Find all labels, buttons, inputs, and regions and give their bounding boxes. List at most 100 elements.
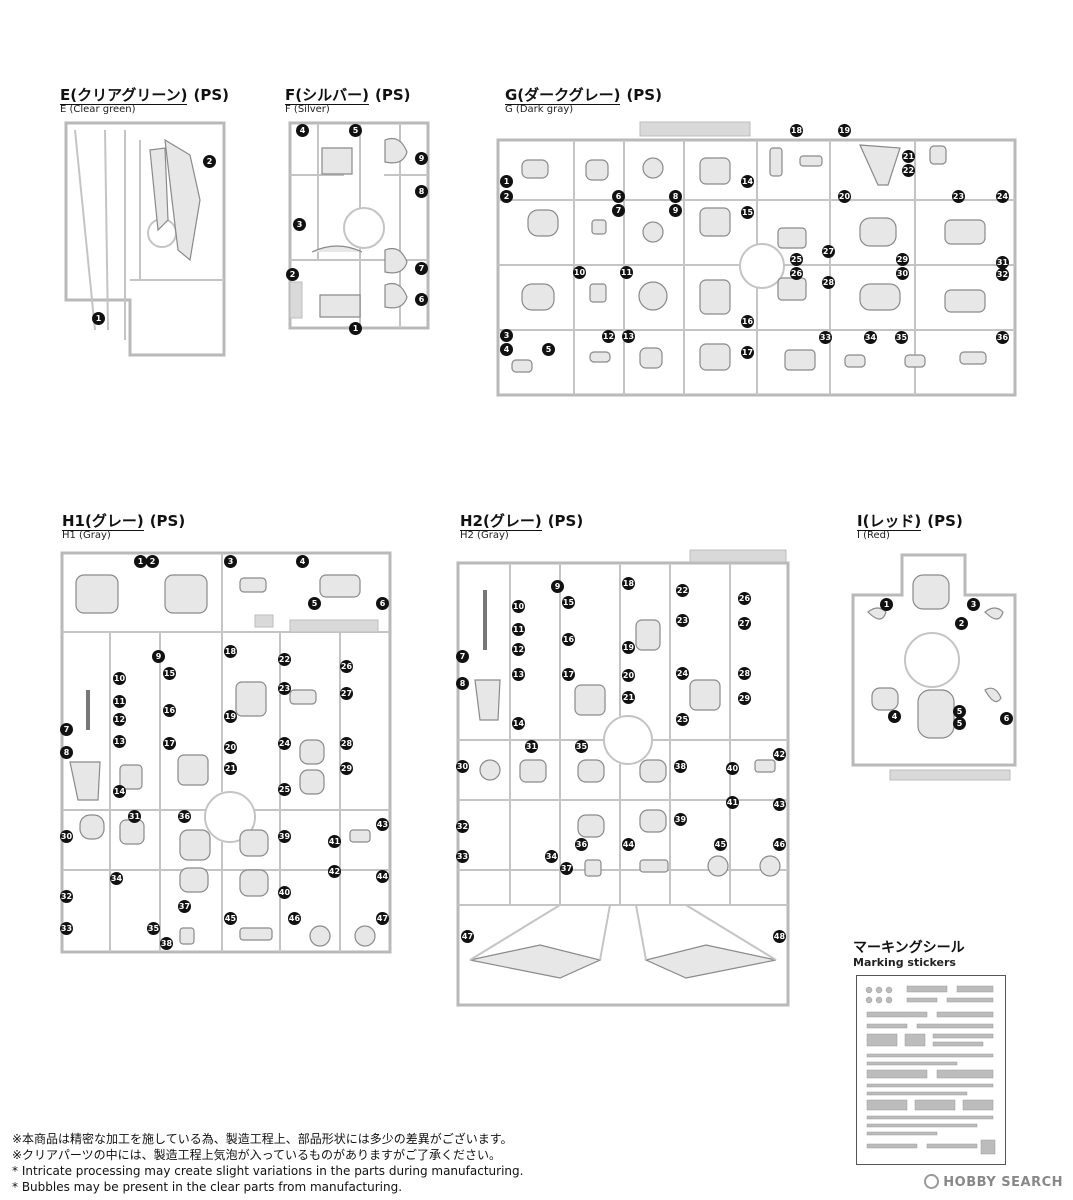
runner-f-title: F(シルバー) xyxy=(285,86,369,105)
part-number: 10 xyxy=(113,672,126,685)
watermark: HOBBY SEARCH xyxy=(924,1174,1063,1190)
part-number: 21 xyxy=(902,150,915,163)
runner-g-material: (PS) xyxy=(626,86,662,104)
part-number: 2 xyxy=(955,617,968,630)
part-number: 20 xyxy=(838,190,851,203)
part-number: 32 xyxy=(456,820,469,833)
part-number: 9 xyxy=(551,580,564,593)
runner-i-material: (PS) xyxy=(927,512,963,530)
part-number: 35 xyxy=(895,331,908,344)
part-number: 40 xyxy=(278,886,291,899)
runner-h2-title: H2(グレー) xyxy=(460,512,542,531)
part-number: 11 xyxy=(113,695,126,708)
part-number: 8 xyxy=(456,677,469,690)
part-number: 31 xyxy=(128,810,141,823)
part-number: 25 xyxy=(676,713,689,726)
part-number: 47 xyxy=(461,930,474,943)
watermark-logo-icon xyxy=(924,1174,940,1189)
part-number: 8 xyxy=(415,185,428,198)
part-number: 24 xyxy=(278,737,291,750)
part-number: 12 xyxy=(602,330,615,343)
part-number: 9 xyxy=(415,152,428,165)
note-jp-variation: ※本商品は精密な加工を施している為、製造工程上、部品形状には多少の差異がございま… xyxy=(12,1132,513,1146)
part-number: 39 xyxy=(278,830,291,843)
part-number: 46 xyxy=(288,912,301,925)
part-number: 6 xyxy=(1000,712,1013,725)
part-number: 27 xyxy=(822,245,835,258)
part-number: 13 xyxy=(512,668,525,681)
part-number: 44 xyxy=(622,838,635,851)
part-number: 7 xyxy=(415,262,428,275)
note-en-variation: * Intricate processing may create slight… xyxy=(12,1164,524,1178)
part-number: 44 xyxy=(376,870,389,883)
part-number: 37 xyxy=(560,862,573,875)
part-number: 29 xyxy=(896,253,909,266)
runner-f-header: F(シルバー) (PS) F (Silver) xyxy=(285,86,411,116)
part-number: 21 xyxy=(224,762,237,775)
part-number: 28 xyxy=(822,276,835,289)
part-number: 4 xyxy=(296,124,309,137)
part-number: 36 xyxy=(996,331,1009,344)
part-number: 5 xyxy=(953,717,966,730)
part-number: 1 xyxy=(500,175,513,188)
part-number: 5 xyxy=(308,597,321,610)
part-number: 7 xyxy=(60,723,73,736)
part-number: 2 xyxy=(286,268,299,281)
part-number: 38 xyxy=(160,937,173,950)
part-number: 18 xyxy=(622,577,635,590)
part-number: 17 xyxy=(163,737,176,750)
part-number: 1 xyxy=(92,312,105,325)
runner-f-subtitle: F (Silver) xyxy=(285,104,330,115)
part-number: 19 xyxy=(838,124,851,137)
marking-stickers-header: マーキングシール Marking stickers xyxy=(853,940,999,969)
part-number: 2 xyxy=(203,155,216,168)
part-number: 19 xyxy=(224,710,237,723)
part-number: 35 xyxy=(575,740,588,753)
part-number: 14 xyxy=(113,785,126,798)
part-number: 30 xyxy=(456,760,469,773)
part-number: 46 xyxy=(773,838,786,851)
part-number: 14 xyxy=(741,175,754,188)
part-number: 8 xyxy=(669,190,682,203)
part-number: 1 xyxy=(349,322,362,335)
part-number: 5 xyxy=(349,124,362,137)
part-number: 30 xyxy=(60,830,73,843)
part-number: 27 xyxy=(340,687,353,700)
part-number: 26 xyxy=(340,660,353,673)
runner-f-material: (PS) xyxy=(374,86,411,104)
runner-e-title: E(クリアグリーン) xyxy=(60,86,188,105)
note-en-bubbles: * Bubbles may be present in the clear pa… xyxy=(12,1180,403,1194)
part-number: 26 xyxy=(738,592,751,605)
part-number: 1 xyxy=(134,555,147,568)
part-number: 42 xyxy=(773,748,786,761)
part-number: 5 xyxy=(953,705,966,718)
part-number: 31 xyxy=(996,256,1009,269)
part-number: 23 xyxy=(278,682,291,695)
part-number: 34 xyxy=(864,331,877,344)
part-number: 36 xyxy=(575,838,588,851)
part-number: 28 xyxy=(738,667,751,680)
runner-h1-material: (PS) xyxy=(149,512,186,530)
part-number: 22 xyxy=(902,164,915,177)
part-number: 18 xyxy=(790,124,803,137)
part-number: 33 xyxy=(819,331,832,344)
part-number: 15 xyxy=(562,596,575,609)
marking-stickers-title: マーキングシール xyxy=(853,940,965,956)
watermark-text: HOBBY SEARCH xyxy=(943,1175,1063,1190)
part-number: 14 xyxy=(512,717,525,730)
part-number: 15 xyxy=(741,206,754,219)
part-number: 41 xyxy=(726,796,739,809)
part-number: 34 xyxy=(110,872,123,885)
runner-h1-header: H1(グレー)(PS) H1 (Gray) xyxy=(62,512,186,542)
sticker-sheet-preview xyxy=(865,985,996,1155)
runner-g-title: G(ダークグレー) xyxy=(505,86,621,105)
part-number: 28 xyxy=(340,737,353,750)
part-number: 3 xyxy=(224,555,237,568)
part-number: 22 xyxy=(278,653,291,666)
part-number: 18 xyxy=(224,645,237,658)
runner-i-subtitle: I (Red) xyxy=(857,530,890,541)
